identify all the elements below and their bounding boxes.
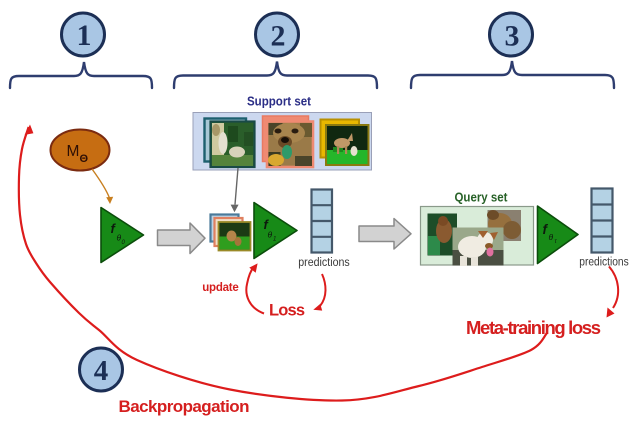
svg-text:Support set: Support set	[247, 95, 312, 109]
svg-text:Θ: Θ	[80, 153, 89, 165]
svg-text:predictions: predictions	[579, 257, 629, 269]
svg-text:Query set: Query set	[455, 190, 509, 205]
svg-text:3: 3	[505, 20, 520, 53]
svg-text:M: M	[67, 143, 80, 160]
svg-text:predictions: predictions	[298, 257, 350, 269]
svg-text:Loss: Loss	[269, 302, 305, 320]
svg-text:1: 1	[273, 237, 276, 243]
svg-text:f: f	[543, 222, 549, 237]
svg-text:Backpropagation: Backpropagation	[119, 397, 250, 416]
svg-text:Meta-training loss: Meta-training loss	[466, 317, 601, 338]
svg-text:update: update	[202, 282, 239, 294]
svg-text:2: 2	[271, 20, 286, 53]
svg-text:θ: θ	[549, 232, 554, 242]
svg-text:f: f	[264, 217, 270, 232]
svg-text:θ: θ	[268, 230, 273, 240]
svg-text:4: 4	[94, 355, 109, 387]
svg-text:θ: θ	[117, 233, 122, 243]
svg-text:τ: τ	[555, 239, 558, 245]
svg-text:f: f	[111, 221, 117, 236]
svg-text:1: 1	[77, 19, 92, 52]
svg-text:0: 0	[122, 240, 126, 246]
